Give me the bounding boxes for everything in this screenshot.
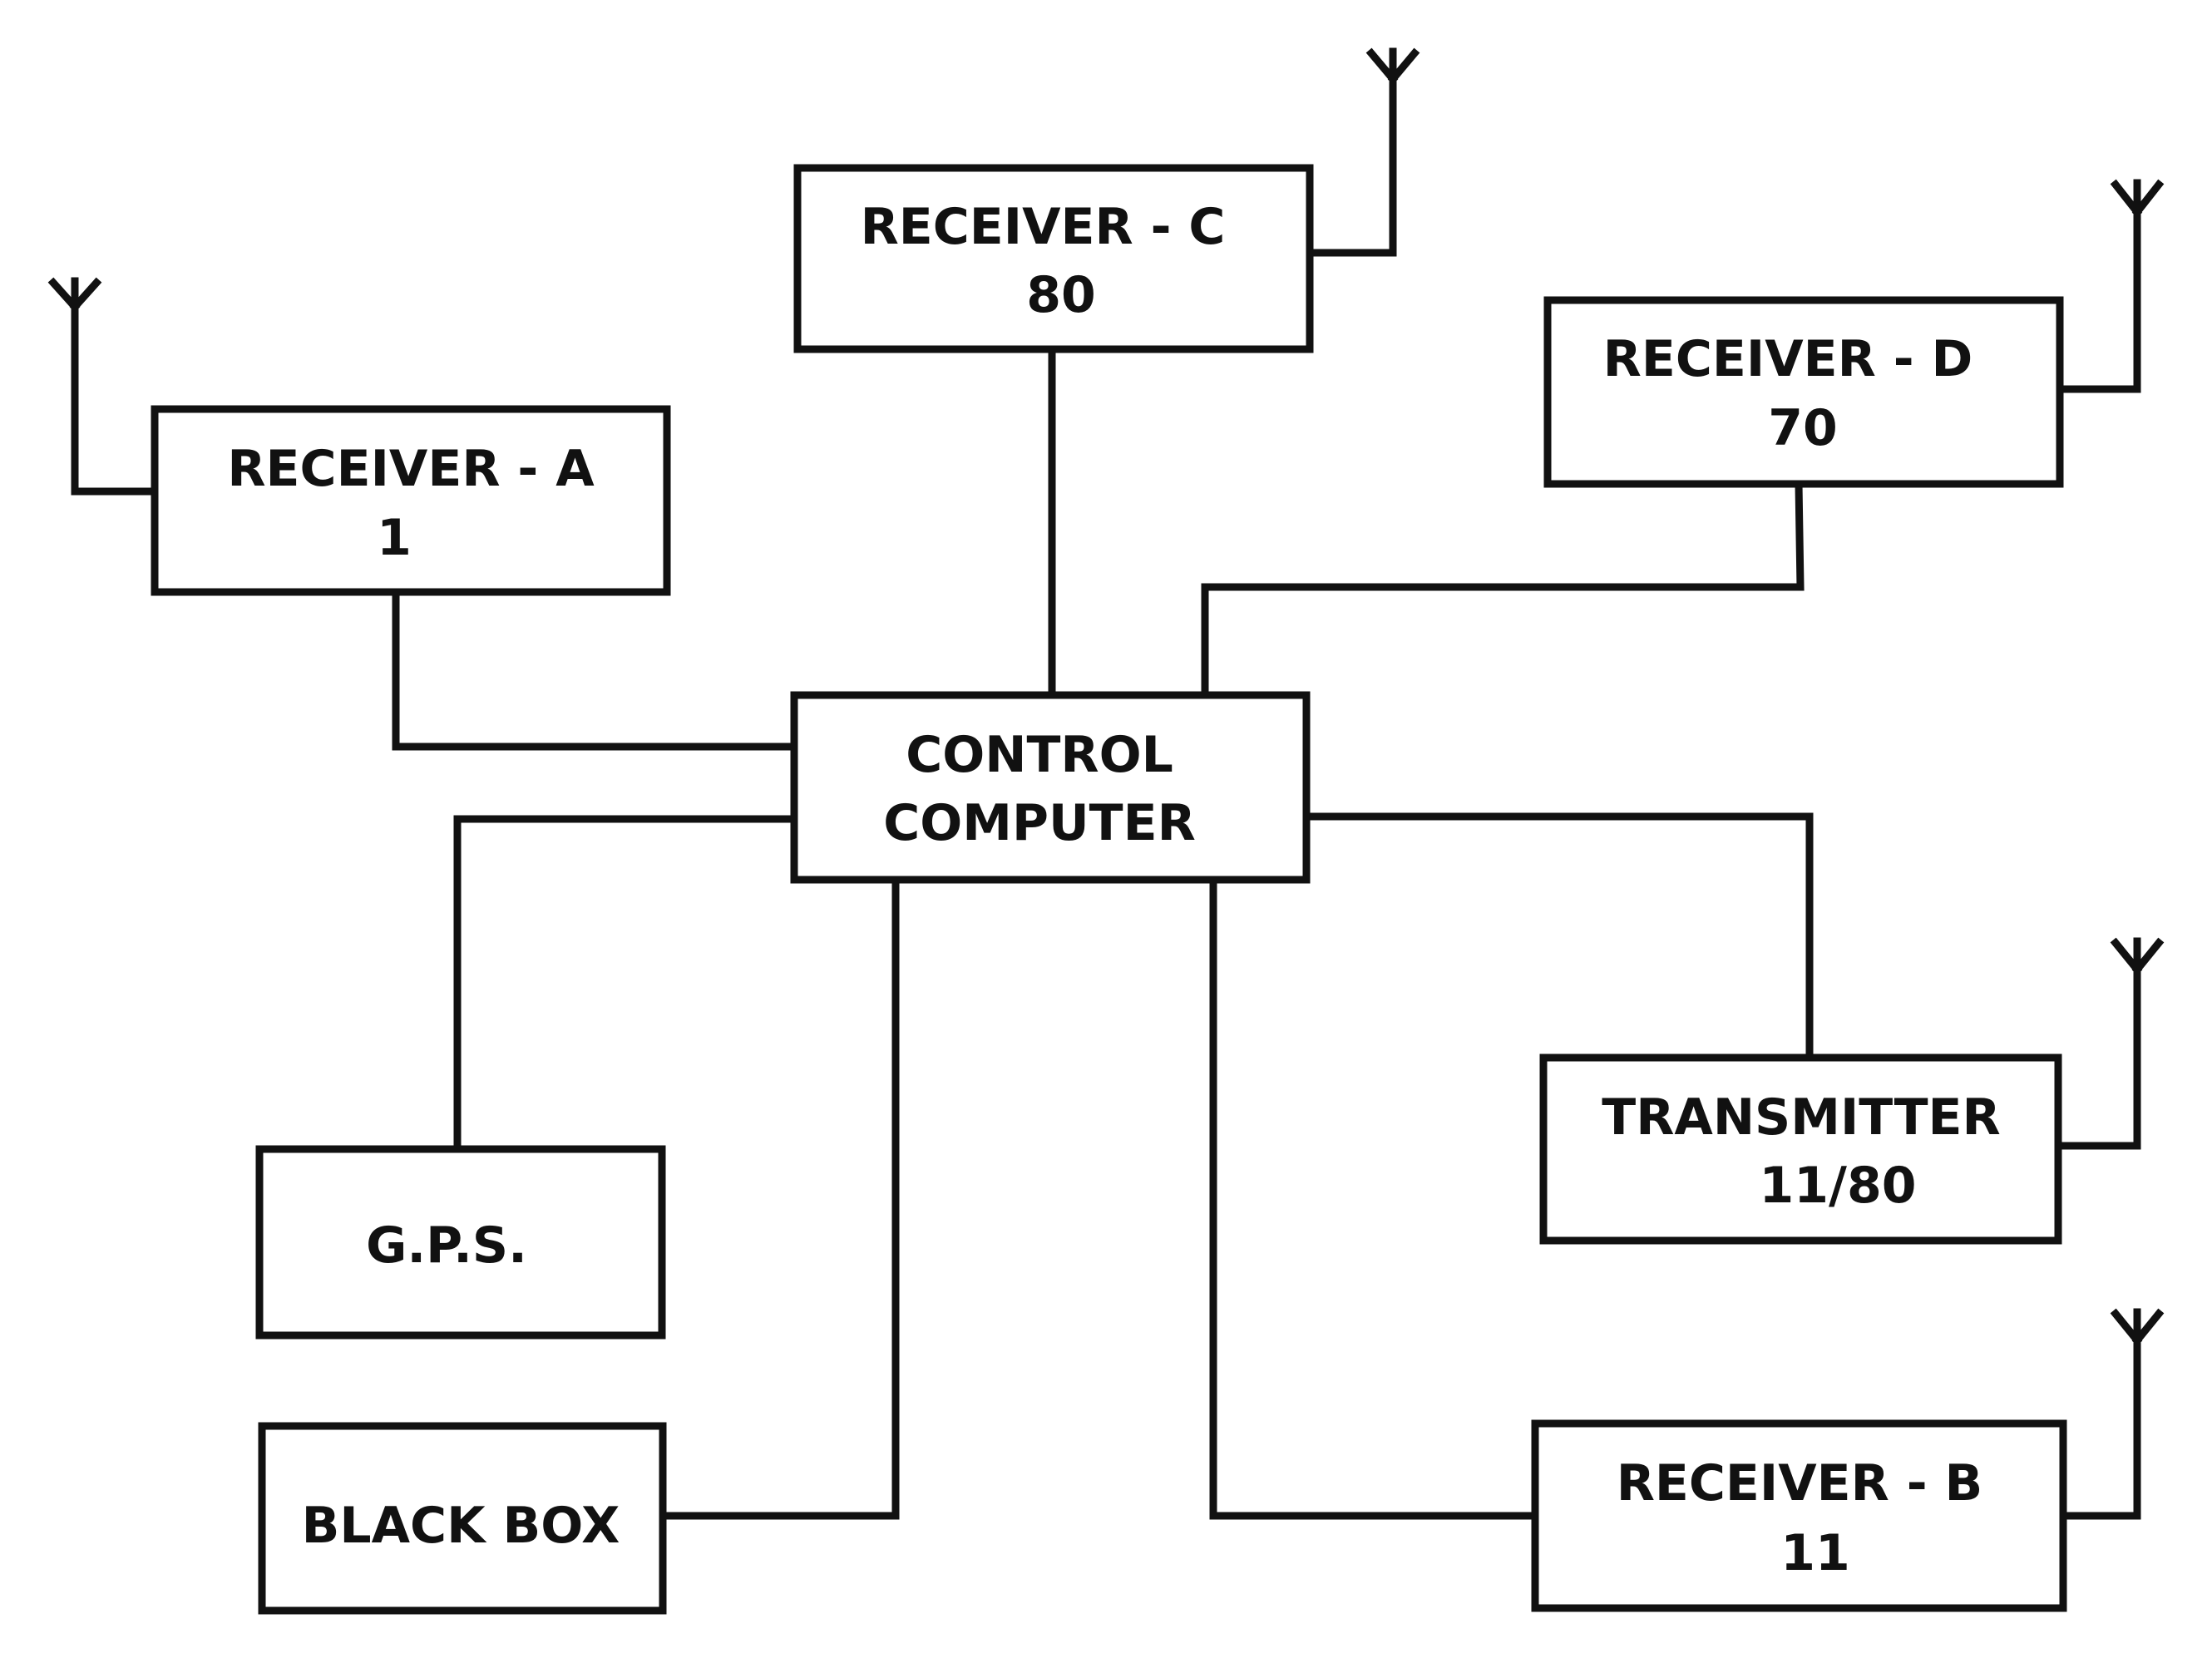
receiver-c-value: 80	[1026, 266, 1096, 324]
transmitter-title: TRANSMITTER	[1602, 1088, 2000, 1147]
receiver-a-value: 1	[377, 509, 412, 567]
transmitter-antenna-icon	[2054, 937, 2165, 1150]
transmitter-value: 11/80	[1760, 1157, 1917, 1215]
gps-block: G.P.S.	[255, 1145, 666, 1340]
control-computer-title: CONTROL	[906, 726, 1173, 784]
black-box-block: BLACK BOX	[258, 1422, 667, 1615]
receiver-b-title: RECEIVER - B	[1617, 1454, 1983, 1512]
receiver-b-block: RECEIVER - B 11	[1531, 1419, 2067, 1612]
receiver-c-title: RECEIVER - C	[861, 198, 1226, 256]
receiver-c-block: RECEIVER - C 80	[793, 164, 1314, 353]
black-box-title: BLACK BOX	[302, 1497, 620, 1555]
antennas	[47, 47, 2165, 1520]
receiver-b-antenna-icon	[2059, 1308, 2165, 1520]
receiver-d-title: RECEIVER - D	[1603, 330, 1973, 388]
receiver-a-title: RECEIVER - A	[227, 440, 595, 498]
receiver-b-value: 11	[1780, 1524, 1850, 1582]
receiver-c-antenna-icon	[1306, 47, 1420, 257]
wire-receiver-d-to-control	[1201, 480, 1805, 699]
receiver-d-block: RECEIVER - D 70	[1543, 296, 2064, 488]
wire-black-box-to-control	[659, 876, 900, 1520]
wire-gps-to-control	[453, 815, 794, 1153]
wire-transmitter-to-control	[1301, 812, 1814, 1062]
connection-lines	[392, 345, 1814, 1520]
transmitter-block: TRANSMITTER 11/80	[1539, 1053, 2062, 1245]
gps-title: G.P.S.	[366, 1216, 527, 1275]
receiver-d-value: 70	[1768, 399, 1838, 457]
control-computer-subtitle: COMPUTER	[883, 794, 1196, 852]
receiver-a-block: RECEIVER - A 1	[151, 405, 671, 596]
receiver-d-antenna-icon	[2056, 179, 2165, 393]
control-computer-block: CONTROL COMPUTER	[790, 691, 1311, 884]
wire-receiver-a-to-control	[392, 588, 798, 751]
wire-receiver-b-to-control	[1209, 876, 1539, 1520]
receiver-a-antenna-icon	[47, 277, 159, 496]
